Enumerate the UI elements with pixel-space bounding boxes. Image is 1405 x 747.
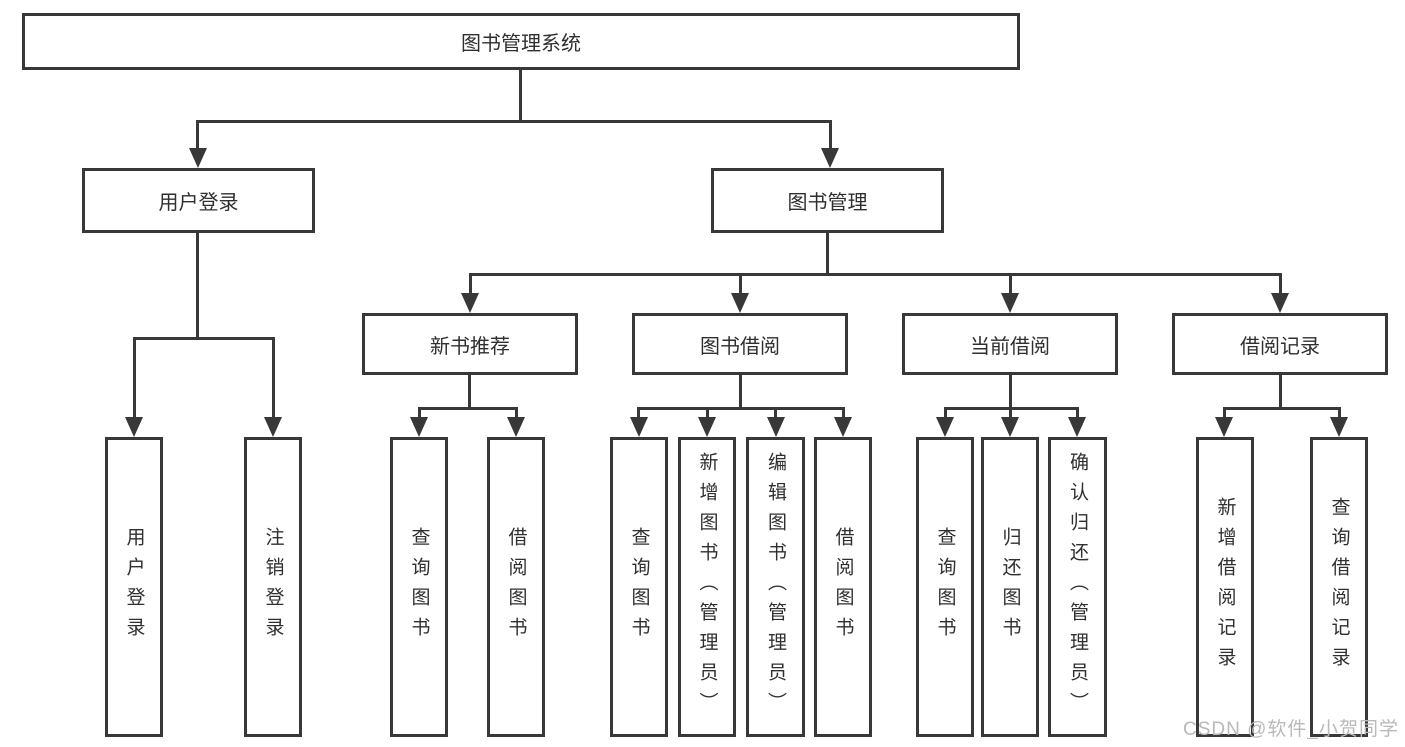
node-library-management-system: 图书管理系统: [22, 13, 1020, 70]
arrow-down-icon: [1068, 417, 1086, 437]
leaf-add-books-admin: 新增图书（管理员）: [678, 437, 736, 737]
connector-line: [469, 273, 1281, 276]
leaf-edit-books-admin: 编辑图书（管理员）: [746, 437, 805, 737]
connector-line: [739, 273, 742, 293]
node-label: 查询图书: [408, 527, 430, 647]
node-label: 用户登录: [123, 527, 145, 647]
connector-line: [1338, 407, 1341, 418]
connector-line: [519, 70, 522, 120]
arrow-down-icon: [1330, 417, 1348, 437]
connector-line: [637, 407, 640, 418]
connector-line: [468, 375, 471, 407]
arrow-down-icon: [698, 417, 716, 437]
arrow-down-icon: [821, 148, 839, 168]
connector-line: [1009, 375, 1012, 407]
arrow-down-icon: [630, 417, 648, 437]
node-label: 查询借阅记录: [1328, 497, 1350, 677]
leaf-confirm-return-admin: 确认归还（管理员）: [1048, 437, 1107, 737]
connector-line: [944, 407, 947, 418]
node-label: 归还图书: [999, 527, 1021, 647]
arrow-down-icon: [1001, 417, 1019, 437]
node-new-book-recommendation: 新书推荐: [362, 313, 578, 375]
connector-line: [133, 337, 275, 340]
arrow-down-icon: [834, 417, 852, 437]
connector-line: [272, 337, 275, 417]
node-label: 查询图书: [628, 527, 650, 647]
connector-line: [1223, 407, 1226, 418]
node-label: 编辑图书（管理员）: [765, 452, 786, 722]
node-book-management: 图书管理: [711, 168, 944, 233]
arrow-down-icon: [936, 417, 954, 437]
connector-line: [196, 233, 199, 337]
node-label: 确认归还（管理员）: [1067, 452, 1088, 722]
node-label: 查询图书: [934, 527, 956, 647]
connector-line: [133, 337, 136, 417]
node-label: 图书借阅: [700, 335, 780, 358]
connector-line: [706, 407, 709, 418]
connector-line: [829, 120, 832, 150]
connector-line: [515, 407, 518, 418]
connector-line: [1009, 407, 1012, 418]
node-label: 图书管理: [787, 192, 868, 214]
arrow-down-icon: [189, 148, 207, 168]
arrow-down-icon: [731, 293, 749, 313]
arrow-down-icon: [461, 293, 479, 313]
csdn-watermark: CSDN @软件_小贺同学: [1183, 719, 1399, 740]
node-user-login: 用户登录: [82, 168, 315, 233]
leaf-query-borrow-record: 查询借阅记录: [1310, 437, 1368, 737]
arrow-down-icon: [507, 417, 525, 437]
node-label: 注销登录: [262, 527, 284, 647]
node-label: 当前借阅: [970, 335, 1050, 358]
leaf-add-borrow-record: 新增借阅记录: [1196, 437, 1254, 737]
arrow-down-icon: [1215, 417, 1233, 437]
connector-line: [1223, 407, 1340, 410]
connector-line: [1009, 273, 1012, 293]
node-label: 用户登录: [158, 192, 239, 214]
arrow-down-icon: [410, 417, 428, 437]
connector-line: [418, 407, 518, 410]
connector-line: [469, 273, 472, 293]
node-borrowing-records: 借阅记录: [1172, 313, 1388, 375]
connector-line: [1279, 375, 1282, 407]
arrow-down-icon: [264, 417, 282, 437]
connector-line: [196, 120, 832, 123]
leaf-query-books: 查询图书: [610, 437, 668, 737]
node-current-borrowing: 当前借阅: [902, 313, 1118, 375]
node-label: 借阅图书: [832, 527, 854, 647]
node-label: 新增借阅记录: [1214, 497, 1236, 677]
connector-line: [1279, 273, 1282, 293]
leaf-borrow-books: 借阅图书: [814, 437, 872, 737]
connector-line: [1076, 407, 1079, 418]
connector-line: [418, 407, 421, 418]
leaf-user-login: 用户登录: [105, 437, 163, 737]
node-label: 新增图书（管理员）: [696, 452, 718, 722]
connector-line: [774, 407, 777, 418]
node-label: 新书推荐: [430, 335, 510, 358]
leaf-query-books: 查询图书: [390, 437, 448, 737]
node-book-borrowing: 图书借阅: [632, 313, 848, 375]
node-label: 借阅图书: [505, 527, 527, 647]
connector-line: [637, 407, 845, 410]
node-label: 图书管理系统: [461, 33, 581, 55]
connector-line: [826, 233, 829, 273]
leaf-query-books: 查询图书: [916, 437, 974, 737]
connector-line: [196, 120, 199, 150]
connector-line: [739, 375, 742, 407]
connector-line: [842, 407, 845, 418]
leaf-return-books: 归还图书: [981, 437, 1039, 737]
leaf-borrow-books: 借阅图书: [487, 437, 545, 737]
arrow-down-icon: [1271, 293, 1289, 313]
arrow-down-icon: [767, 417, 785, 437]
arrow-down-icon: [1001, 293, 1019, 313]
leaf-logout: 注销登录: [244, 437, 302, 737]
node-label: 借阅记录: [1240, 335, 1320, 358]
arrow-down-icon: [125, 417, 143, 437]
